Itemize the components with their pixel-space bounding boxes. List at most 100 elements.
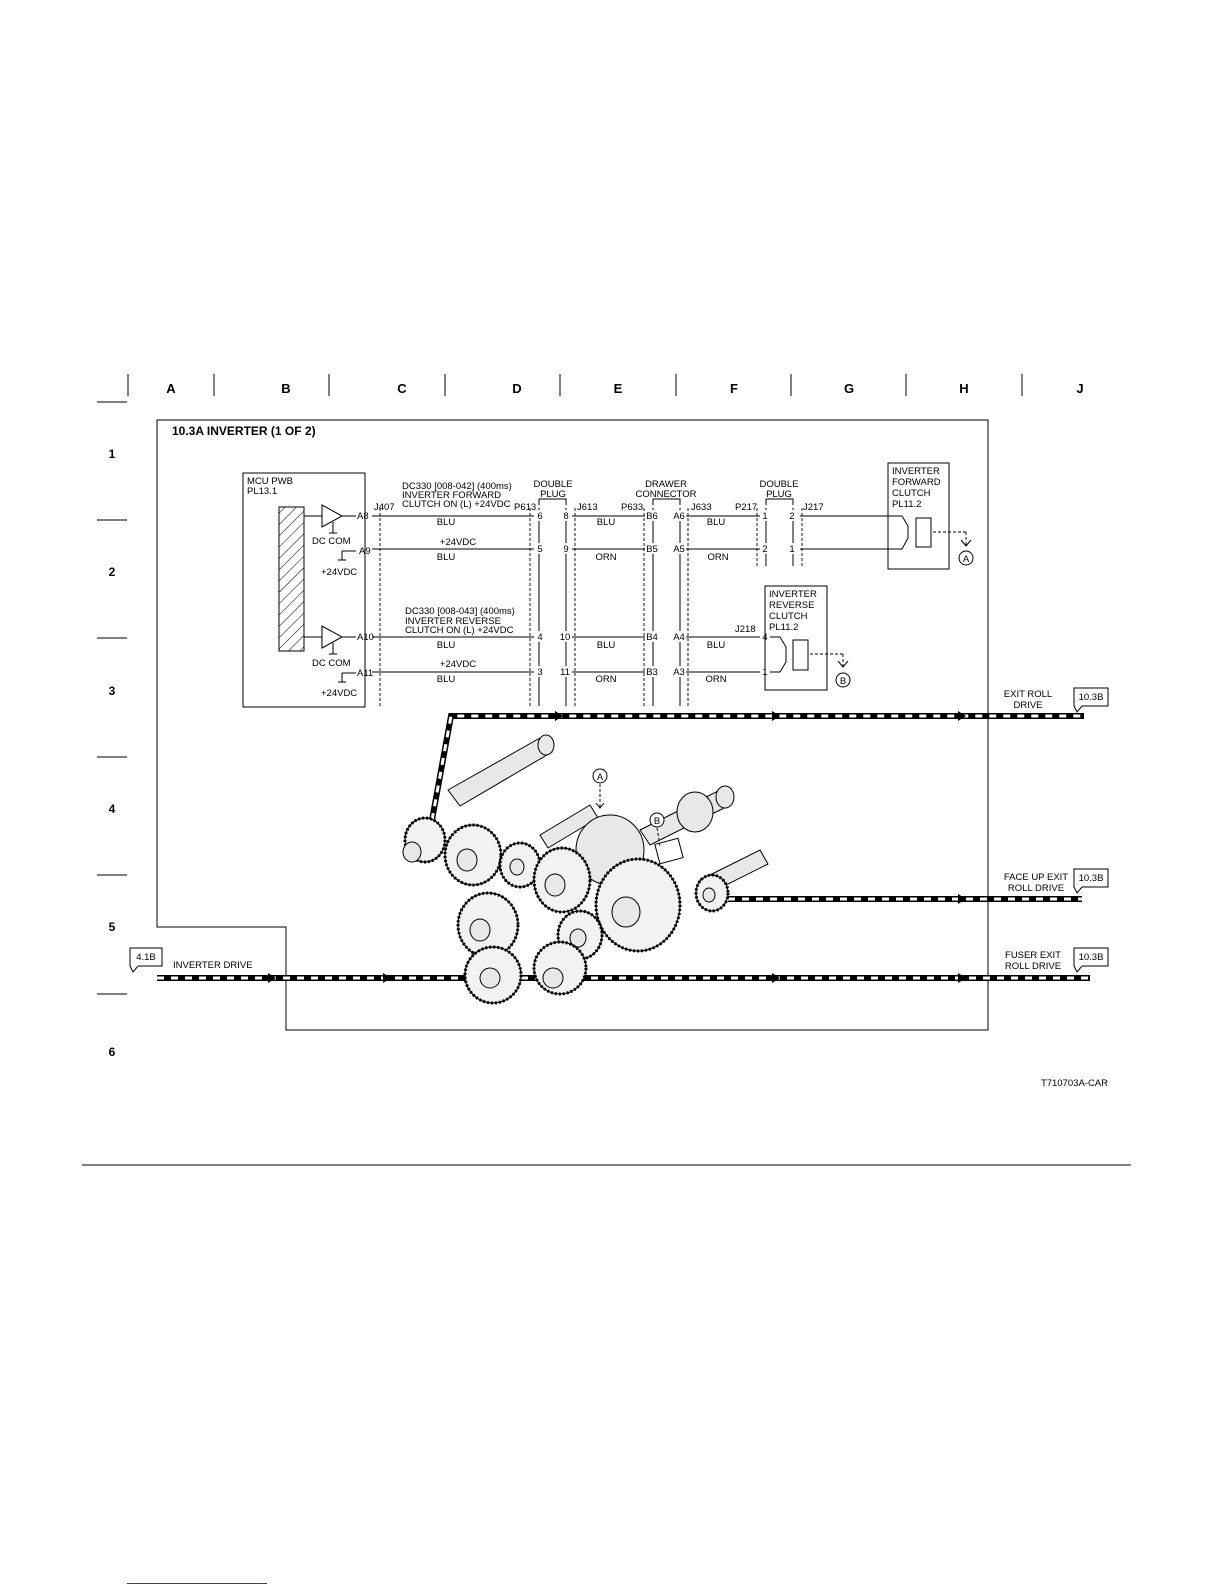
column-label-d: D — [512, 381, 521, 396]
rev-clutch-l2: REVERSE — [769, 600, 814, 611]
pin-a9: A9 — [359, 546, 371, 557]
row-label-4: 4 — [109, 802, 116, 816]
wire-color-1: BLU — [437, 517, 456, 528]
pin-num-r4-3: B3 — [646, 667, 658, 678]
exit-roll-ref-tag — [1073, 687, 1109, 713]
drawer-conn-b: CONNECTOR — [635, 489, 696, 500]
connector-housings — [379, 498, 803, 706]
row-label-2: 2 — [109, 565, 116, 579]
wire-color-3: BLU — [437, 640, 456, 651]
driver-rev — [304, 625, 356, 655]
rev-clutch-l1: INVERTER — [769, 589, 817, 600]
wire-color-9: BLU — [707, 517, 726, 528]
marker-b-circle-top — [835, 672, 851, 688]
fwd-clutch-l1: INVERTER — [892, 466, 940, 477]
column-label-b: B — [281, 381, 290, 396]
figure-id: T710703A-CAR — [1041, 1078, 1108, 1089]
wire-v24-1: +24VDC — [440, 537, 476, 548]
fwd-clutch-l2: FORWARD — [892, 477, 941, 488]
fwd-clutch-box — [887, 462, 950, 570]
conn-p217: P217 — [735, 502, 757, 513]
row-label-5: 5 — [109, 920, 116, 934]
dc-com-2: DC COM — [312, 658, 351, 669]
face-up-l1: FACE UP EXIT — [1004, 872, 1068, 883]
wire-color-12: ORN — [705, 674, 726, 685]
diagram-outline — [156, 419, 989, 1031]
pin-num-r3-1: 4 — [537, 632, 542, 643]
column-label-a: A — [166, 381, 176, 396]
face-up-ref-tag — [1073, 868, 1109, 894]
rev-clutch-coil — [770, 636, 849, 673]
column-label-j: J — [1076, 381, 1083, 396]
exit-roll-ref: 10.3B — [1079, 692, 1104, 703]
marker-b-bottom: B — [654, 816, 660, 827]
pin-num-r1-6: 2 — [789, 511, 794, 522]
rev-clutch-l3: CLUTCH — [769, 611, 808, 622]
row-label-3: 3 — [109, 684, 116, 698]
pin-num-r2-3: B5 — [646, 544, 658, 555]
rev-clutch-box — [764, 585, 828, 691]
column-label-e: E — [614, 381, 623, 396]
mcu-circuit-hatch — [278, 506, 305, 652]
pin-num-r1-5: 1 — [762, 511, 767, 522]
wire-color-7: BLU — [597, 640, 616, 651]
rev-signal-line1: DC330 [008-043] (400ms) — [405, 606, 515, 617]
pin-num-r2-2: 9 — [563, 544, 568, 555]
gear-train-illustration — [402, 734, 769, 1005]
pin-num-r3-4: A4 — [673, 632, 685, 643]
fwd-clutch-l4: PL11.2 — [892, 499, 921, 510]
fwd-signal-line3: CLUTCH ON (L) +24VDC — [402, 499, 511, 510]
ground-a9 — [338, 550, 356, 561]
pin-num-r1-3: B6 — [646, 511, 658, 522]
ground-a11 — [338, 672, 356, 683]
conn-j613: J613 — [577, 502, 598, 513]
marker-a-top: A — [963, 554, 970, 565]
face-up-ref: 10.3B — [1079, 873, 1104, 884]
fuser-exit-ref-tag — [1073, 947, 1109, 973]
rev-signal-line2: INVERTER REVERSE — [405, 616, 501, 627]
double-plug-2-b: PLUG — [766, 489, 792, 500]
pin-num-r2-4: A5 — [673, 544, 685, 555]
conn-j633: J633 — [691, 502, 712, 513]
conn-p613: P613 — [514, 502, 536, 513]
drive-paths — [157, 713, 1090, 981]
row-label-1: 1 — [109, 447, 116, 461]
marker-b-leader — [656, 827, 661, 847]
fuser-exit-ref: 10.3B — [1079, 952, 1104, 963]
driver-fwd — [304, 504, 356, 534]
mcu-name: MCU PWB — [247, 476, 293, 487]
row-label-6: 6 — [109, 1045, 116, 1059]
pin-num-r4-2: 11 — [560, 667, 570, 678]
wire-color-11: BLU — [707, 640, 726, 651]
rev-signal-line3: CLUTCH ON (L) +24VDC — [405, 625, 514, 636]
column-label-h: H — [959, 381, 968, 396]
pin-num-r1-1: 6 — [537, 511, 542, 522]
wire-color-8: ORN — [595, 674, 616, 685]
drive-arrows — [268, 711, 966, 983]
pin-a10: A10 — [357, 632, 374, 643]
pin-num-r4-4: A3 — [673, 667, 685, 678]
dc-com-1: DC COM — [312, 536, 351, 547]
column-label-f: F — [730, 381, 738, 396]
pin-num-r2-5: 2 — [762, 544, 767, 555]
column-label-g: G — [844, 381, 854, 396]
pin-a11: A11 — [357, 668, 373, 679]
fuser-exit-l2: ROLL DRIVE — [1005, 961, 1061, 972]
pin-num-r3-2: 10 — [560, 632, 571, 643]
marker-b-top: B — [840, 676, 846, 687]
v24-label-1: +24VDC — [321, 567, 357, 578]
exit-roll-l1: EXIT ROLL — [1004, 689, 1052, 700]
drawer-conn-a: DRAWER — [645, 479, 687, 490]
rev-clutch-l4: PL11.2 — [769, 622, 798, 633]
mcu-pwb-box — [242, 472, 366, 708]
conn-j407: J407 — [374, 502, 395, 513]
pin-num-r1-2: 8 — [563, 511, 568, 522]
exit-roll-l2: DRIVE — [1013, 700, 1042, 711]
double-plug-1-a: DOUBLE — [533, 479, 572, 490]
marker-b-circle-bottom — [649, 812, 665, 828]
fuser-exit-l1: FUSER EXIT — [1005, 950, 1061, 961]
wire-color-6: ORN — [595, 552, 616, 563]
mcu-pl: PL13.1 — [247, 486, 277, 497]
pin-num-r3-3: B4 — [646, 632, 658, 643]
